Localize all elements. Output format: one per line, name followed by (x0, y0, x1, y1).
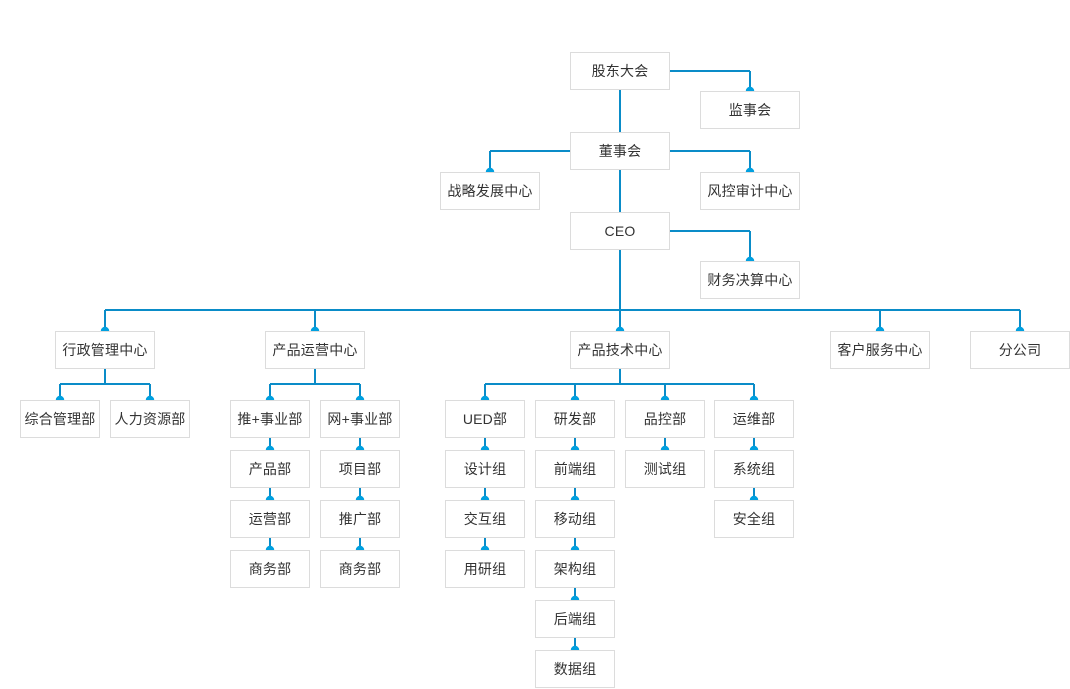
org-node-n17[interactable]: 产品部 (230, 450, 310, 488)
org-node-n15[interactable]: 推+事业部 (230, 400, 310, 438)
org-node-label: 人力资源部 (114, 411, 186, 427)
org-node-label: 项目部 (338, 461, 382, 477)
org-node-label: 董事会 (598, 143, 642, 159)
org-node-label: 前端组 (553, 461, 597, 477)
org-node-label: 网+事业部 (327, 411, 393, 427)
org-node-n27[interactable]: 设计组 (445, 450, 525, 488)
org-node-label: 股东大会 (591, 63, 649, 79)
org-node-label: 战略发展中心 (447, 183, 533, 199)
org-node-n29[interactable]: 测试组 (625, 450, 705, 488)
org-node-label: 用研组 (463, 561, 507, 577)
org-node-n23[interactable]: UED部 (445, 400, 525, 438)
org-node-label: 推+事业部 (237, 411, 303, 427)
org-node-label: 安全组 (732, 511, 776, 527)
org-node-n28[interactable]: 前端组 (535, 450, 615, 488)
org-node-n16[interactable]: 网+事业部 (320, 400, 400, 438)
org-node-label: 行政管理中心 (62, 342, 148, 358)
org-node-n35[interactable]: 架构组 (535, 550, 615, 588)
org-node-n24[interactable]: 研发部 (535, 400, 615, 438)
org-node-label: 产品技术中心 (577, 342, 663, 358)
org-node-label: 产品部 (248, 461, 292, 477)
org-node-label: 交互组 (463, 511, 507, 527)
org-node-label: 后端组 (553, 611, 597, 627)
org-node-n30[interactable]: 系统组 (714, 450, 794, 488)
org-node-label: 监事会 (728, 102, 772, 118)
org-node-label: 系统组 (732, 461, 776, 477)
org-node-n31[interactable]: 交互组 (445, 500, 525, 538)
org-node-label: 移动组 (553, 511, 597, 527)
org-node-label: 商务部 (338, 561, 382, 577)
org-node-n37[interactable]: 数据组 (535, 650, 615, 688)
org-node-n12[interactable]: 分公司 (970, 331, 1070, 369)
org-node-n36[interactable]: 后端组 (535, 600, 615, 638)
org-node-n8[interactable]: 行政管理中心 (55, 331, 155, 369)
org-node-n14[interactable]: 人力资源部 (110, 400, 190, 438)
org-node-n13[interactable]: 综合管理部 (20, 400, 100, 438)
org-node-n10[interactable]: 产品技术中心 (570, 331, 670, 369)
org-node-n1[interactable]: 股东大会 (570, 52, 670, 90)
org-node-label: 运维部 (732, 411, 776, 427)
org-node-label: UED部 (462, 411, 508, 427)
org-node-label: 财务决算中心 (707, 272, 793, 288)
org-node-label: 品控部 (643, 411, 687, 427)
org-node-n26[interactable]: 运维部 (714, 400, 794, 438)
org-node-n25[interactable]: 品控部 (625, 400, 705, 438)
org-node-label: 架构组 (553, 561, 597, 577)
org-node-label: 数据组 (553, 661, 597, 677)
org-node-n32[interactable]: 移动组 (535, 500, 615, 538)
org-node-label: 风控审计中心 (707, 183, 793, 199)
org-node-n33[interactable]: 安全组 (714, 500, 794, 538)
org-node-label: 客户服务中心 (837, 342, 923, 358)
org-node-n5[interactable]: 风控审计中心 (700, 172, 800, 210)
org-node-label: 产品运营中心 (272, 342, 358, 358)
org-node-label: CEO (604, 223, 636, 239)
org-node-n34[interactable]: 用研组 (445, 550, 525, 588)
org-node-n20[interactable]: 推广部 (320, 500, 400, 538)
org-node-n22[interactable]: 商务部 (320, 550, 400, 588)
org-node-n11[interactable]: 客户服务中心 (830, 331, 930, 369)
org-node-n3[interactable]: 董事会 (570, 132, 670, 170)
org-node-label: 运营部 (248, 511, 292, 527)
org-node-n2[interactable]: 监事会 (700, 91, 800, 129)
org-node-n21[interactable]: 商务部 (230, 550, 310, 588)
org-node-label: 综合管理部 (24, 411, 96, 427)
org-node-label: 分公司 (998, 342, 1042, 358)
org-node-label: 测试组 (643, 461, 687, 477)
org-node-n18[interactable]: 项目部 (320, 450, 400, 488)
org-node-label: 商务部 (248, 561, 292, 577)
org-node-n6[interactable]: CEO (570, 212, 670, 250)
org-node-label: 推广部 (338, 511, 382, 527)
org-node-n19[interactable]: 运营部 (230, 500, 310, 538)
org-node-n4[interactable]: 战略发展中心 (440, 172, 540, 210)
org-node-n9[interactable]: 产品运营中心 (265, 331, 365, 369)
org-node-n7[interactable]: 财务决算中心 (700, 261, 800, 299)
org-node-label: 设计组 (463, 461, 507, 477)
org-node-label: 研发部 (553, 411, 597, 427)
